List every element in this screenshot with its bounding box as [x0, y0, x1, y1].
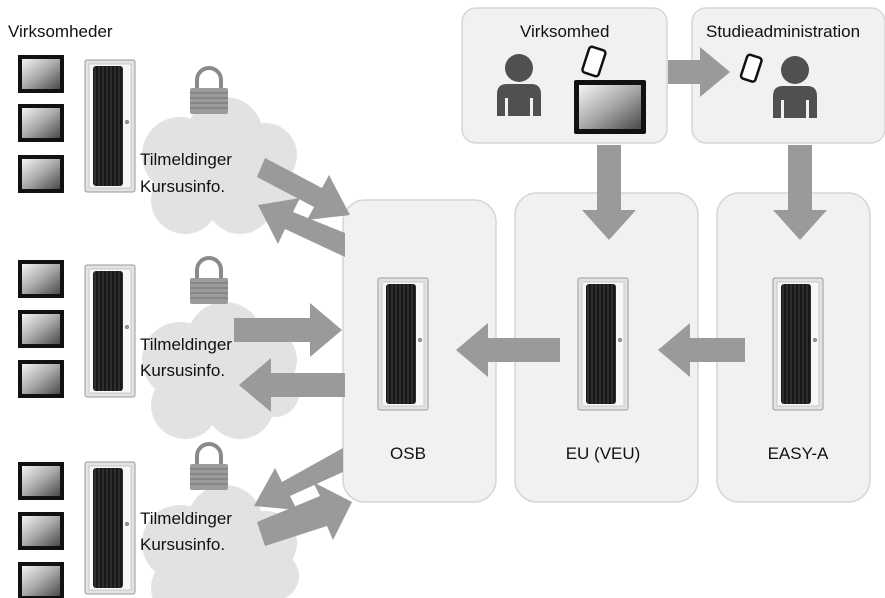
arrow-right-icon [257, 482, 352, 546]
virksomheder-title: Virksomheder [8, 22, 113, 41]
arrow-left-icon [239, 358, 345, 412]
arrow-left-icon [456, 323, 560, 377]
arrow-left-icon [658, 323, 745, 377]
server-icon [84, 264, 136, 398]
monitor-icon [18, 260, 64, 298]
cloud-label-line1: Tilmeldinger [140, 509, 232, 528]
cloud-label-line1: Tilmeldinger [140, 150, 232, 169]
monitor-icon [18, 562, 64, 598]
eu-server-icon [577, 277, 629, 411]
easy-label: EASY-A [768, 444, 829, 463]
arrow-left-icon [258, 198, 345, 257]
arrow-down-icon [582, 145, 636, 240]
lock-icon [188, 442, 230, 492]
arrow-right-icon [668, 47, 730, 97]
arrow-left-icon [254, 448, 343, 510]
server-icon [84, 461, 136, 595]
osb-server-icon [377, 277, 429, 411]
studieadministration-label: Studieadministration [706, 22, 860, 41]
osb-label: OSB [390, 444, 426, 463]
lock-icon [188, 256, 230, 306]
cloud-label-line2: Kursusinfo. [140, 361, 225, 380]
phone-icon [739, 53, 763, 83]
server-icon [84, 59, 136, 193]
phone-icon [581, 45, 607, 78]
lock-icon [188, 66, 230, 116]
monitor-icon [18, 104, 64, 142]
monitor-icon [18, 462, 64, 500]
eu-label: EU (VEU) [566, 444, 641, 463]
virksomhed-label: Virksomhed [520, 22, 609, 41]
cloud-label-line2: Kursusinfo. [140, 535, 225, 554]
monitor-icon [18, 512, 64, 550]
monitor-icon [18, 360, 64, 398]
monitor-icon [18, 55, 64, 93]
arrow-right-icon [234, 303, 342, 357]
tablet-icon [574, 80, 646, 134]
monitor-icon [18, 310, 64, 348]
easy-server-icon [772, 277, 824, 411]
cloud-label-line2: Kursusinfo. [140, 177, 225, 196]
arrow-down-icon [773, 145, 827, 240]
arrow-right-icon [257, 158, 350, 220]
cloud-label-line1: Tilmeldinger [140, 335, 232, 354]
monitor-icon [18, 155, 64, 193]
